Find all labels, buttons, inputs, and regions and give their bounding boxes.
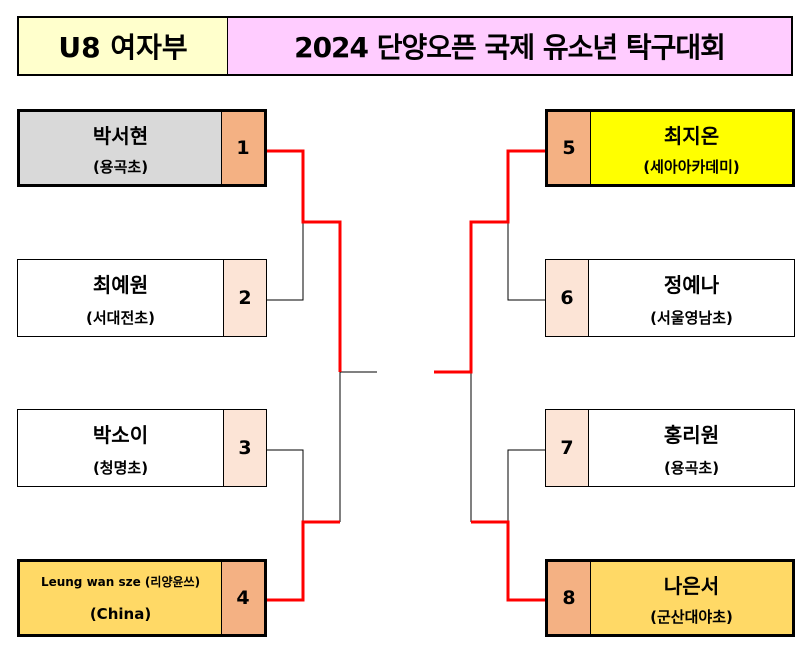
seed-number: 7 (546, 410, 589, 486)
player-info: 박소이 (청명초) (18, 410, 223, 486)
player-info: 최지온 (세아아카데미) (591, 112, 792, 184)
win-line-seed4 (267, 520, 340, 602)
seed-number: 6 (546, 260, 589, 336)
player-team: (군산대야초) (650, 607, 733, 626)
player-name: 정예나 (663, 272, 720, 297)
player-name: 박서현 (92, 123, 149, 148)
seed-number: 2 (223, 260, 266, 336)
player-name: 박소이 (92, 422, 149, 447)
player-name: 나은서 (663, 573, 720, 598)
player-box-4: Leung wan sze (리양윤쓰) (China) 4 (17, 559, 267, 637)
player-name: Leung wan sze (리양윤쓰) (40, 575, 201, 590)
win-line-seed1 (267, 149, 342, 372)
win-line-seed8 (471, 520, 545, 602)
player-box-2: 최예원 (서대전초) 2 (17, 259, 267, 337)
seed-number: 5 (548, 112, 591, 184)
player-team: (청명초) (92, 458, 149, 477)
player-name: 최지온 (663, 123, 720, 148)
player-box-8: 나은서 (군산대야초) 8 (545, 559, 795, 637)
player-team: (세아아카데미) (643, 157, 740, 176)
player-name: 최예원 (92, 272, 149, 297)
player-info: 정예나 (서울영남초) (589, 260, 794, 336)
player-box-5: 최지온 (세아아카데미) 5 (545, 109, 795, 187)
category-label: U8 여자부 (19, 18, 228, 74)
seed-number: 3 (223, 410, 266, 486)
player-name: 홍리원 (663, 422, 720, 447)
player-info: 홍리원 (용곡초) (589, 410, 794, 486)
player-team: (서대전초) (86, 308, 155, 327)
line-seed2 (267, 222, 304, 301)
player-team: (서울영남초) (650, 308, 733, 327)
player-team: (용곡초) (92, 157, 149, 176)
seed-number: 8 (548, 562, 591, 634)
player-box-1: 박서현 (용곡초) 1 (17, 109, 267, 187)
win-line-seed5 (434, 149, 545, 374)
player-info: 최예원 (서대전초) (18, 260, 223, 336)
seed-number: 4 (221, 562, 264, 634)
line-seed7 (507, 449, 545, 522)
seed-number: 1 (221, 112, 264, 184)
player-info: 박서현 (용곡초) (20, 112, 221, 184)
tournament-title: 2024 단양오픈 국제 유소년 탁구대회 (228, 18, 791, 74)
player-info: Leung wan sze (리양윤쓰) (China) (20, 562, 221, 634)
player-team: (용곡초) (663, 458, 720, 477)
line-seed6 (507, 222, 545, 301)
title-header: U8 여자부 2024 단양오픈 국제 유소년 탁구대회 (17, 16, 793, 76)
player-box-6: 정예나 (서울영남초) 6 (545, 259, 795, 337)
player-box-3: 박소이 (청명초) 3 (17, 409, 267, 487)
player-team: (China) (89, 604, 152, 623)
player-box-7: 홍리원 (용곡초) 7 (545, 409, 795, 487)
line-seed3 (267, 449, 304, 522)
player-info: 나은서 (군산대야초) (591, 562, 792, 634)
